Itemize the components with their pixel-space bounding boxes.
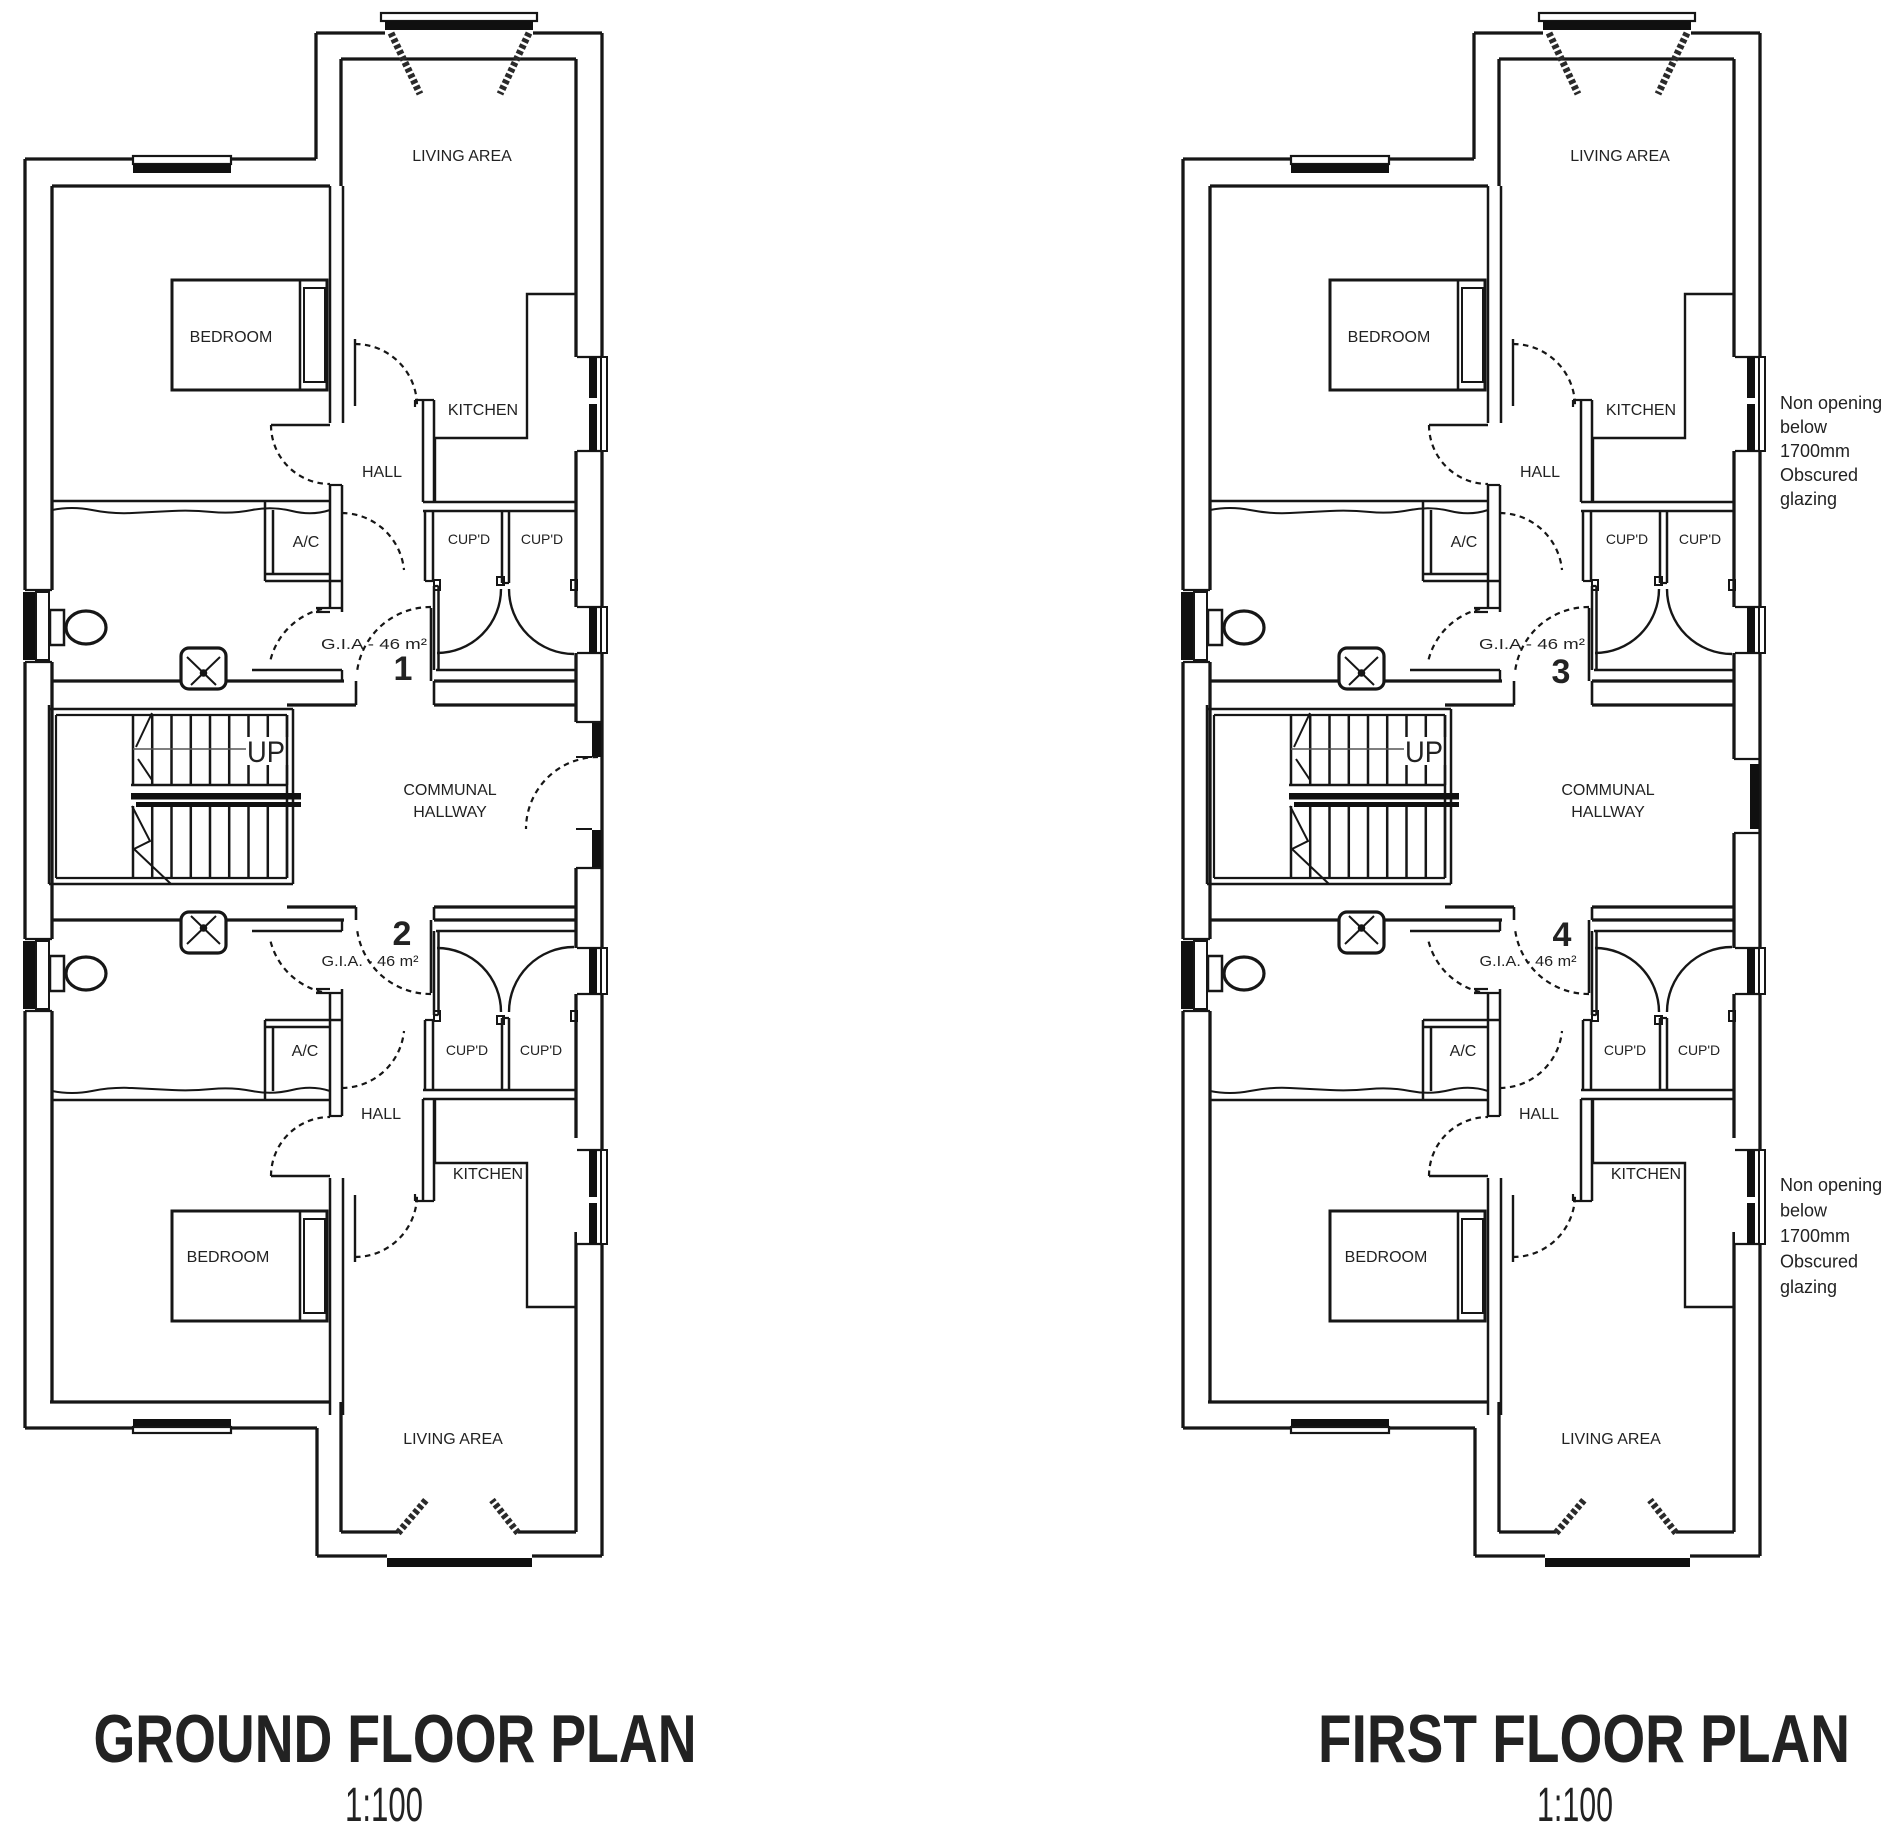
svg-text:Non opening: Non opening: [1780, 393, 1882, 413]
svg-text:Obscured: Obscured: [1780, 1252, 1858, 1272]
svg-text:glazing: glazing: [1780, 1277, 1837, 1297]
svg-text:1:100: 1:100: [1537, 1779, 1613, 1832]
svg-text:GROUND FLOOR PLAN: GROUND FLOOR PLAN: [94, 1701, 697, 1777]
svg-text:1700mm: 1700mm: [1780, 1226, 1850, 1246]
svg-text:Obscured: Obscured: [1780, 465, 1858, 485]
svg-text:3: 3: [1552, 653, 1571, 691]
svg-text:1:100: 1:100: [345, 1779, 423, 1832]
svg-text:1700mm: 1700mm: [1780, 441, 1850, 461]
svg-text:glazing: glazing: [1780, 489, 1837, 509]
svg-text:4: 4: [1553, 916, 1572, 954]
svg-text:1: 1: [394, 650, 413, 688]
svg-text:FIRST FLOOR PLAN: FIRST FLOOR PLAN: [1318, 1701, 1850, 1777]
svg-text:below: below: [1780, 1201, 1828, 1221]
svg-text:below: below: [1780, 417, 1828, 437]
svg-text:2: 2: [393, 915, 412, 953]
svg-text:Non opening: Non opening: [1780, 1175, 1882, 1195]
